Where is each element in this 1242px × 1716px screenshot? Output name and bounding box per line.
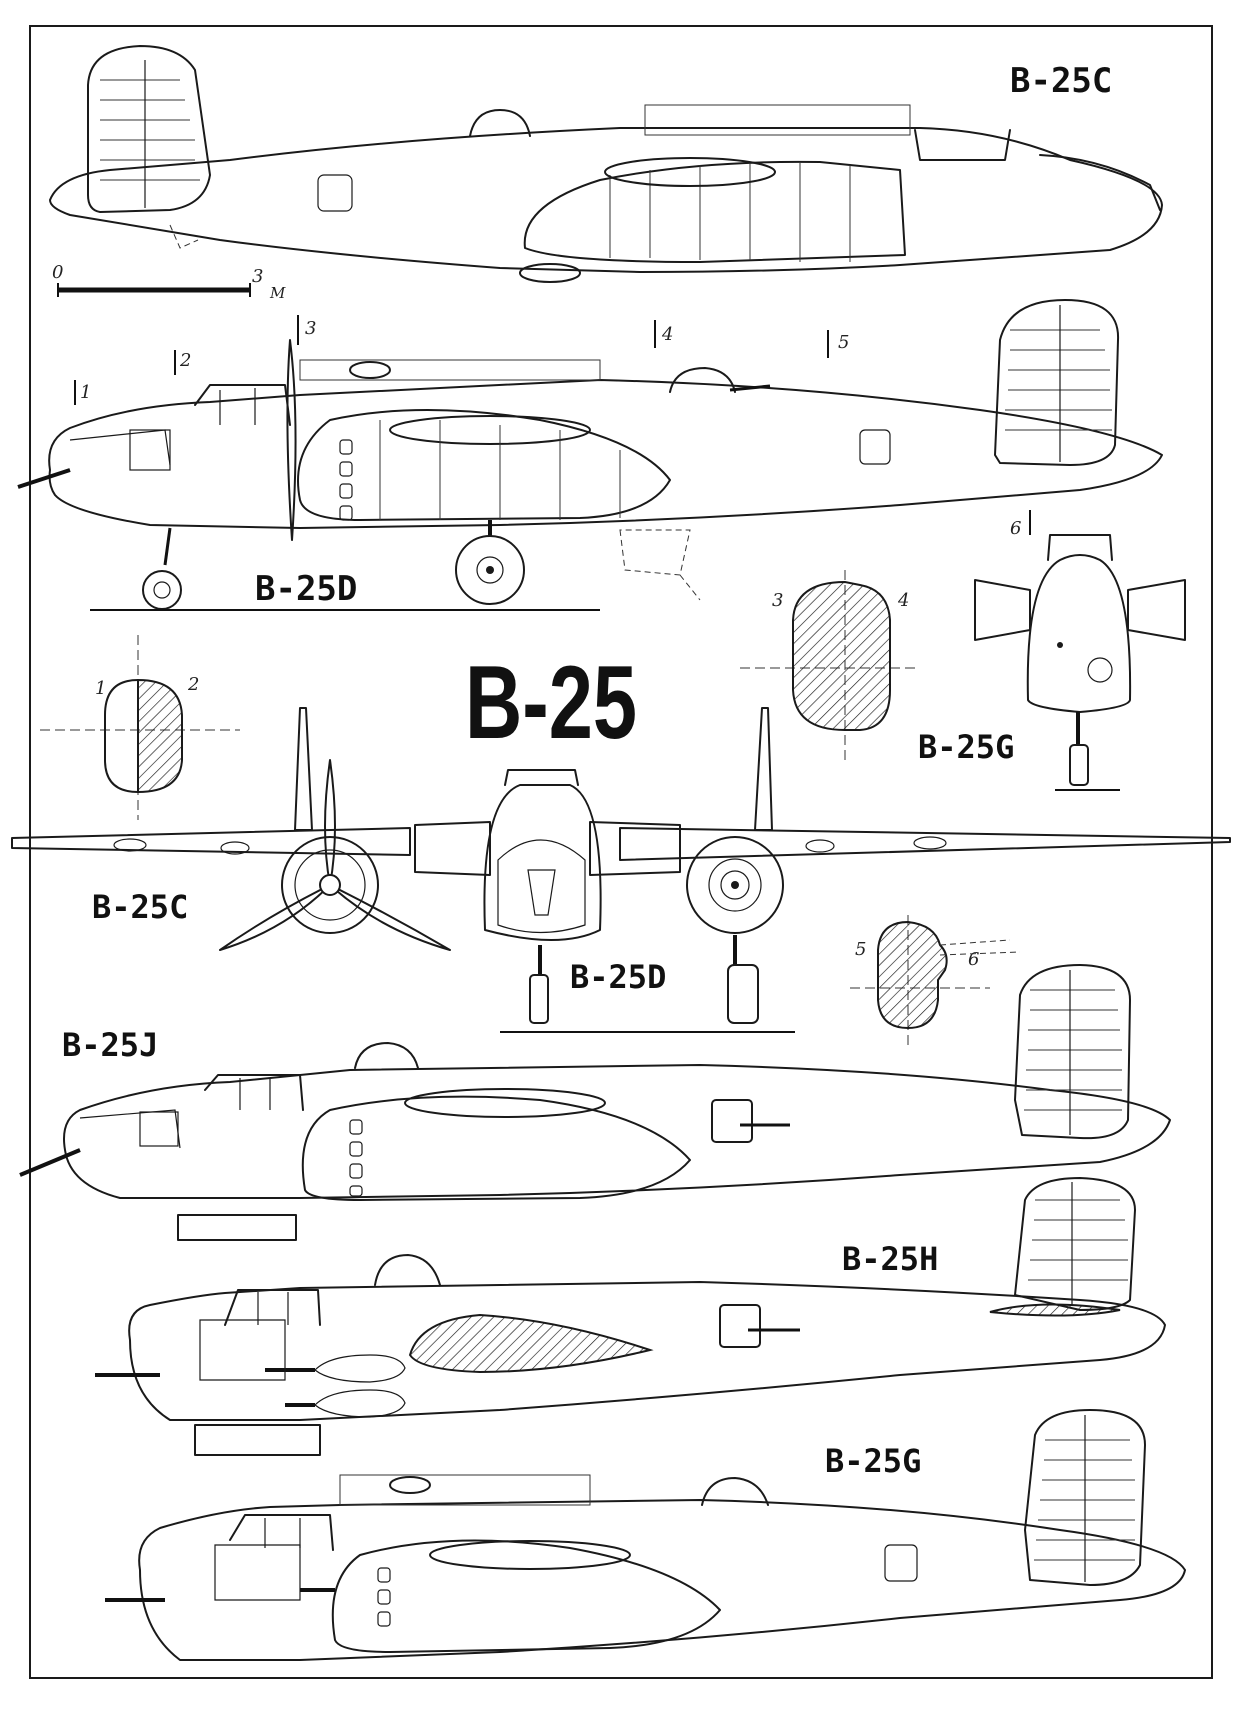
scale-bar: 0 3 M [52, 262, 286, 302]
b25g-front-view: B-25G [918, 534, 1186, 791]
exhaust-stacks [339, 439, 353, 521]
b25j-side-view: B-25J [19, 964, 1171, 1241]
section-label-6: 6 [968, 949, 979, 970]
section-marker-3: 3 [305, 318, 316, 339]
section-marker-5: 5 [838, 332, 849, 353]
section-marker-4: 4 [661, 324, 673, 345]
section-1-2: 1 2 [40, 635, 240, 820]
b25g-side-view: B-25G [105, 1409, 1186, 1661]
b25d-side-view: B-25D [17, 299, 1163, 611]
view-label-b25c-side: B-25C [1010, 61, 1112, 101]
sheet-frame [29, 25, 1213, 1679]
gun-pods-h [314, 1354, 406, 1418]
b25d-front-fuselage [483, 769, 602, 1024]
view-label-b25h-side: B-25H [842, 1240, 938, 1278]
exhaust-stacks-g [377, 1567, 391, 1627]
exhaust-stacks-j [349, 1119, 363, 1197]
scale-end-label: 3 [252, 266, 263, 287]
view-label-b25g-side: B-25G [825, 1442, 921, 1480]
b25h-side-view: B-25H [95, 1177, 1166, 1456]
view-label-b25c-front: B-25C [92, 888, 188, 926]
section-label-5: 5 [855, 939, 866, 960]
main-landing-gear [455, 520, 525, 605]
section-marker-2: 2 [179, 350, 191, 371]
nose-landing-gear [142, 527, 182, 610]
view-label-b25j-side: B-25J [62, 1026, 158, 1064]
section-3-4: 3 4 [740, 570, 920, 760]
section-markers: 1 2 3 4 5 6 [74, 315, 1031, 539]
view-label-b25d-front: B-25D [570, 958, 666, 996]
scale-start-label: 0 [52, 262, 63, 283]
view-label-b25d-side: B-25D [255, 569, 357, 609]
sheet-title: B-25 [465, 645, 637, 761]
section-label-1: 1 [95, 678, 106, 699]
section-label-3: 3 [772, 590, 783, 611]
scale-unit-label: M [269, 284, 286, 302]
section-5-6: 5 6 [850, 915, 1021, 1045]
section-marker-6: 6 [1010, 518, 1021, 539]
section-label-4: 4 [897, 590, 909, 611]
b25d-front-engine: B-25D [500, 836, 795, 1033]
section-marker-1: 1 [80, 382, 91, 403]
view-label-b25g-front: B-25G [918, 728, 1014, 766]
section-label-2: 2 [187, 674, 199, 695]
front-view-wing [11, 707, 1231, 876]
b25c-side-view: B-25C [49, 45, 1163, 283]
b25c-front-engine: B-25C [92, 759, 451, 951]
